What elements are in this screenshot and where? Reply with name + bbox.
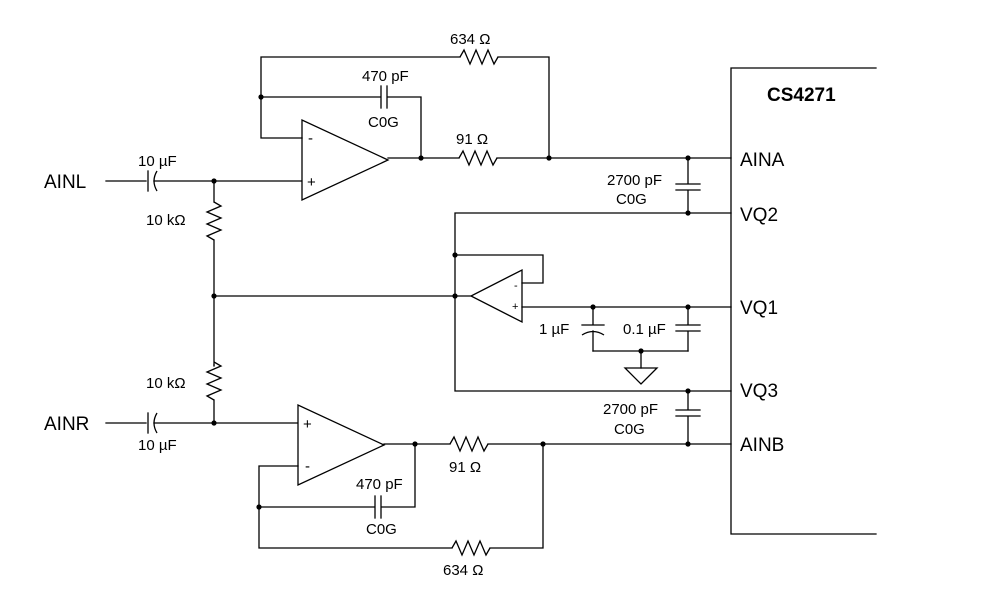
resistor-output-top [458,149,498,167]
input-ainr-label: AINR [44,414,89,435]
capacitor-input-right-label: 10 µF [138,437,177,454]
capacitor-feedback-bottom-label: 470 pF [356,476,403,493]
resistor-output-bottom-label: 91 Ω [449,459,481,476]
opamp-right-plus: + [303,416,312,433]
opamp-left-plus: + [307,174,316,191]
pin-vq1: VQ1 [740,298,778,319]
capacitor-filter-top [675,183,701,191]
opamp-left [301,118,390,202]
pin-ainb: AINB [740,435,784,456]
right-channel: 10 kΩ 10 µF + - 634 Ω 470 pF C0G 91 Ω [105,361,732,579]
opamp-buffer [469,268,523,324]
capacitor-filter-top-type: C0G [616,191,647,208]
left-channel: 10 µF 10 kΩ - + 634 Ω 470 pF C0G 91 Ω [105,31,732,366]
opamp-buffer-minus: - [514,280,518,292]
capacitor-filter-bottom-type: C0G [614,421,645,438]
capacitor-feedback-top-label: 470 pF [362,68,409,85]
capacitor-filter-top-label: 2700 pF [607,172,662,189]
resistor-feedback-top [459,48,499,66]
capacitor-vq-01uf-label: 0.1 µF [623,321,666,338]
resistor-output-bottom [449,435,489,453]
opamp-right [297,403,386,487]
vq-buffer: - + 1 µF 0.1 µF [213,212,732,392]
capacitor-feedback-bottom [374,495,382,519]
resistor-feedback-top-label: 634 Ω [450,31,490,48]
capacitor-feedback-top-type: C0G [368,114,399,131]
resistor-output-top-label: 91 Ω [456,131,488,148]
chip-name: CS4271 [767,85,836,106]
resistor-bias-top-label: 10 kΩ [146,212,186,229]
capacitor-input-left-label: 10 µF [138,153,177,170]
opamp-left-minus: - [308,130,313,147]
resistor-bias-bottom-label: 10 kΩ [146,375,186,392]
opamp-right-minus: - [305,458,310,475]
capacitor-feedback-top [380,85,388,109]
cs4271-chip: CS4271 AINA VQ2 VQ1 VQ3 AINB [730,67,877,535]
resistor-bias-bottom [205,361,223,401]
resistor-bias-top [205,201,223,241]
pin-vq3: VQ3 [740,381,778,402]
opamp-buffer-plus: + [512,301,518,313]
pin-aina: AINA [740,150,785,171]
capacitor-vq-01uf [675,324,701,332]
capacitor-vq-1uf-label: 1 µF [539,321,569,338]
input-ainl-label: AINL [44,172,86,193]
resistor-feedback-bottom-label: 634 Ω [443,562,483,579]
junction-dots [211,94,691,510]
ground-icon [623,367,659,385]
capacitor-feedback-bottom-type: C0G [366,521,397,538]
pin-vq2: VQ2 [740,205,778,226]
resistor-feedback-bottom [451,539,491,557]
capacitor-filter-bottom-label: 2700 pF [603,401,658,418]
capacitor-filter-bottom [675,409,701,417]
